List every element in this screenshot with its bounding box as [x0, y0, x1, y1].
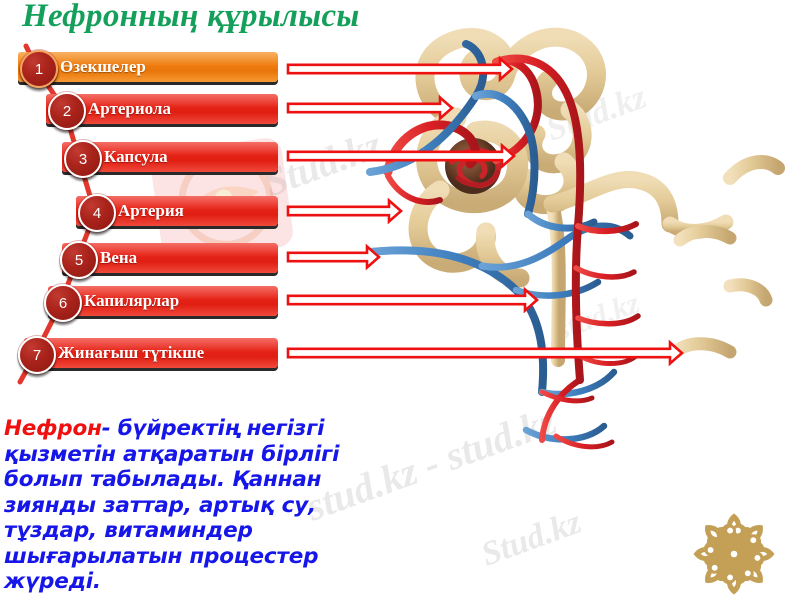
- legend-item-number-badge: 7: [18, 336, 56, 374]
- legend-item-number-badge: 3: [64, 140, 102, 178]
- legend-item-label: Өзекшелер: [60, 57, 146, 76]
- page-title: Нефронның құрылысы: [22, 0, 360, 34]
- legend-item-bar: Вена: [62, 243, 278, 273]
- nephron-anatomy-illustration: [359, 27, 785, 450]
- legend-item-label: Артерия: [118, 201, 184, 220]
- legend-item-bar: Өзекшелер: [18, 52, 278, 82]
- kazakh-rosette-ornament: [691, 511, 777, 597]
- legend-item-number-badge: 6: [44, 284, 82, 322]
- paragraph-body: - бүйректің негізгі қызметін атқаратын б…: [4, 416, 340, 594]
- legend-item-bar: Жинағыш түтікше: [24, 338, 278, 368]
- watermark-text: Stud.kz: [476, 503, 587, 574]
- legend-item-number-badge: 4: [78, 194, 116, 232]
- legend-item-label: Артериола: [88, 99, 171, 118]
- legend-item-number-badge: 5: [60, 241, 98, 279]
- paragraph-highlight: Нефрон: [4, 416, 102, 441]
- legend-item-bar: Капилярлар: [48, 286, 278, 316]
- legend-item-label: Капсула: [104, 147, 168, 166]
- legend-item-label: Капилярлар: [84, 291, 180, 310]
- legend-item-label: Жинағыш түтікше: [58, 343, 205, 362]
- legend-item-number-badge: 2: [48, 92, 86, 130]
- legend-item-label: Вена: [100, 248, 138, 267]
- description-paragraph: Нефрон- бүйректің негізгі қызметін атқар…: [4, 416, 364, 595]
- legend-item-number-badge: 1: [20, 50, 58, 88]
